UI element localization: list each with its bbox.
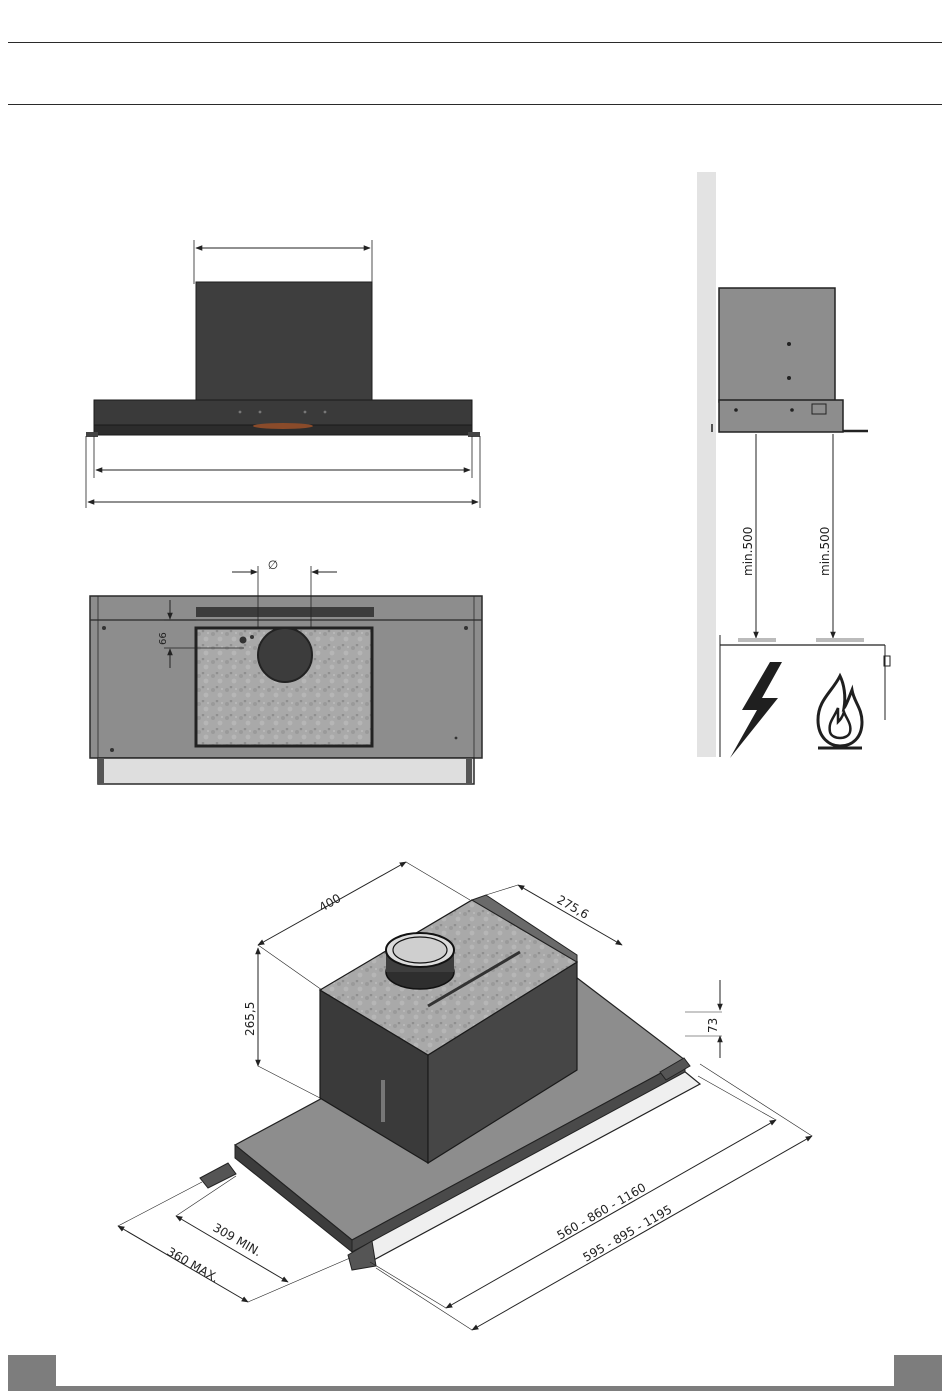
lightning-icon [730, 662, 782, 758]
top-view: ∅ 66 [90, 558, 482, 784]
chimney-body [196, 282, 372, 402]
footer-left-block [8, 1355, 56, 1391]
clearance-right-label: min.500 [818, 527, 832, 576]
outlet-collar [258, 628, 312, 682]
wall [697, 172, 716, 757]
dim-400-label: 400 [317, 891, 344, 915]
diameter-symbol: ∅ [268, 558, 278, 572]
side-view: min.500 min.500 [697, 172, 890, 758]
front-view [86, 240, 480, 508]
dim-2756-label: 275,6 [555, 892, 592, 921]
dim-2655-label: 265,5 [243, 1002, 257, 1036]
hood-side-body [719, 288, 835, 402]
isometric-view: 400 275,6 265,5 73 309 MIN. 360 MAX. 560… [118, 862, 812, 1330]
dim-73-label: 73 [706, 1018, 720, 1033]
offset-66-label: 66 [158, 632, 169, 645]
flame-icon [818, 676, 862, 748]
clearance-left-label: min.500 [741, 527, 755, 576]
footer-right-block [894, 1355, 942, 1391]
hood-body [94, 400, 472, 426]
footer-bar [56, 1386, 894, 1391]
dim-360-label: 360 MAX. [165, 1244, 222, 1285]
dim-309-label: 309 MIN. [211, 1220, 264, 1259]
